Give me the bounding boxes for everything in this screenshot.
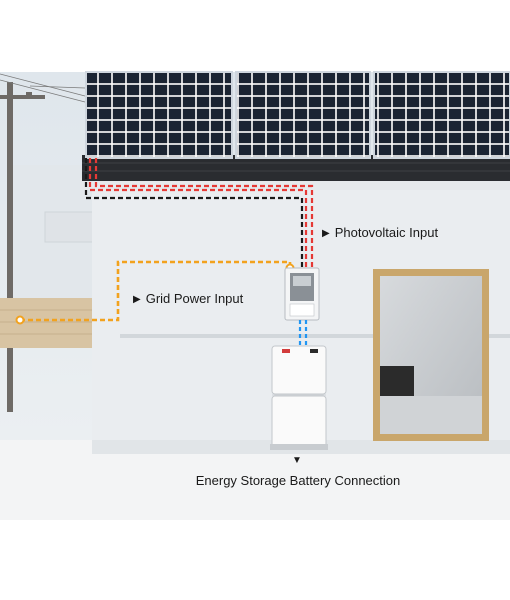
battery-connection-label: Energy Storage Battery Connection bbox=[195, 473, 401, 488]
arrow-down-icon: ▼ bbox=[292, 455, 302, 466]
grid-power-input-text: Grid Power Input bbox=[145, 291, 244, 306]
wall-pipe bbox=[120, 334, 510, 338]
solar-panel-1 bbox=[85, 71, 233, 159]
arrow-right-icon: ▶ bbox=[322, 228, 330, 239]
pv-wiring bbox=[84, 158, 314, 270]
grid-power-input-label: ▶ Grid Power Input bbox=[133, 291, 243, 306]
photovoltaic-input-label: ▶ Photovoltaic Input bbox=[322, 225, 438, 240]
fence bbox=[0, 298, 95, 348]
inverter-icon bbox=[284, 267, 320, 321]
solar-panel-icon bbox=[85, 71, 510, 159]
battery-wiring bbox=[298, 320, 308, 346]
photovoltaic-input-text: Photovoltaic Input bbox=[334, 225, 439, 240]
solar-panel-2 bbox=[235, 71, 371, 159]
window bbox=[373, 269, 489, 441]
roof bbox=[82, 155, 510, 181]
solar-panel-3 bbox=[373, 71, 510, 159]
battery-icon bbox=[270, 345, 328, 450]
arrow-right-icon: ▶ bbox=[133, 294, 141, 305]
utility-pole-icon bbox=[0, 73, 86, 412]
